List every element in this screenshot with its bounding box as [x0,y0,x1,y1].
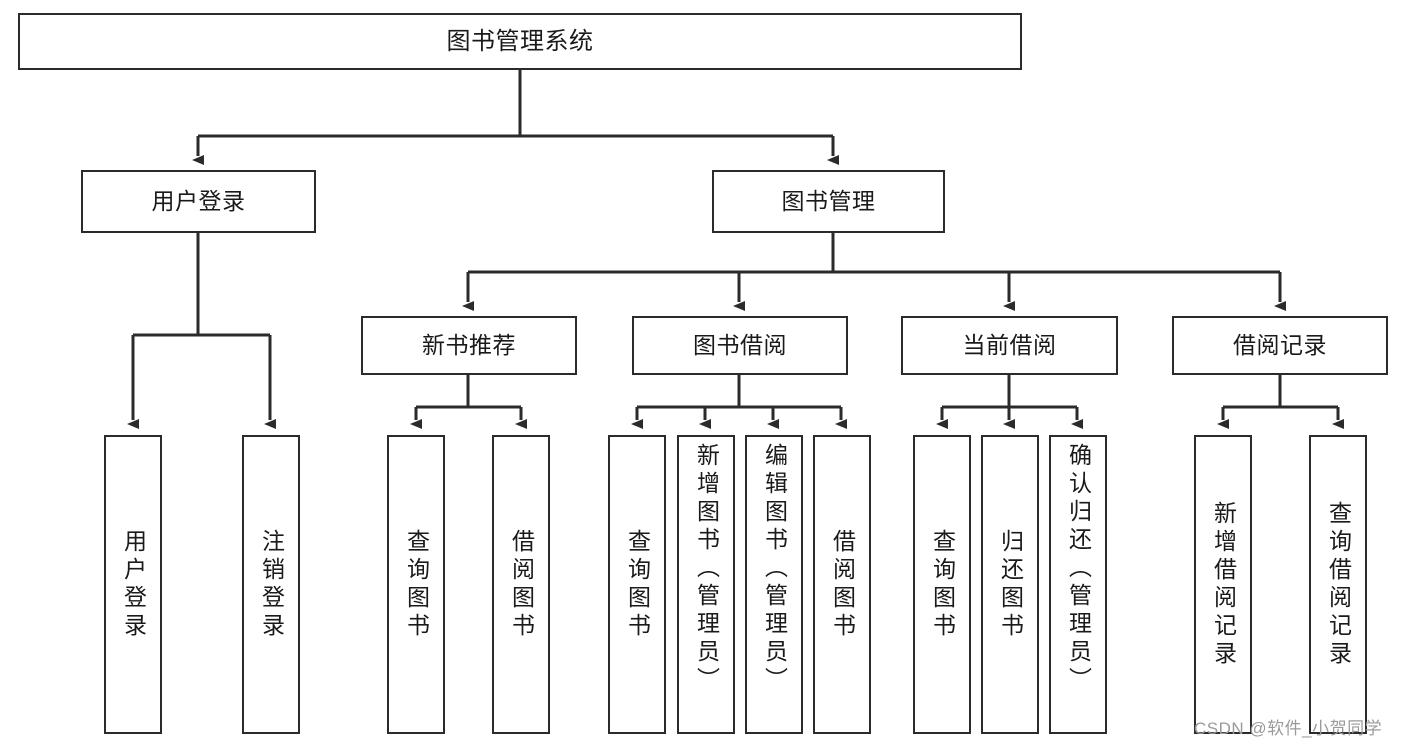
leaf-current-borrow-2[interactable]: 归还图书 [981,435,1039,734]
leaf-new-book-1[interactable]: 查询图书 [387,435,445,734]
leaf-user-login-2[interactable]: 注销登录 [242,435,300,734]
leaf-book-borrow-3[interactable]: 编辑图书（管理员） [745,435,803,734]
node-current-borrow[interactable]: 当前借阅 [901,316,1118,375]
node-book-management-label: 图书管理 [781,188,876,215]
node-book-management[interactable]: 图书管理 [712,170,945,233]
leaf-user-login-1[interactable]: 用户登录 [104,435,162,734]
leaf-current-borrow-3-label: 确认归还（管理员） [1065,443,1092,695]
node-book-borrow-label: 图书借阅 [693,332,787,359]
leaf-book-borrow-2[interactable]: 新增图书（管理员） [677,435,735,734]
node-borrow-record[interactable]: 借阅记录 [1172,316,1388,375]
node-current-borrow-label: 当前借阅 [962,332,1057,359]
leaf-new-book-1-label: 查询图书 [403,528,430,641]
leaf-new-book-2[interactable]: 借阅图书 [492,435,550,734]
node-root[interactable]: 图书管理系统 [18,13,1022,70]
leaf-borrow-record-1[interactable]: 新增借阅记录 [1194,435,1252,734]
node-new-book-recommend[interactable]: 新书推荐 [361,316,577,375]
node-user-login[interactable]: 用户登录 [81,170,316,233]
leaf-book-borrow-1-label: 查询图书 [624,528,651,641]
leaf-current-borrow-1[interactable]: 查询图书 [913,435,971,734]
leaf-borrow-record-2-label: 查询借阅记录 [1325,500,1352,669]
leaf-new-book-2-label: 借阅图书 [508,528,535,641]
node-root-label: 图书管理系统 [446,27,594,55]
leaf-book-borrow-4[interactable]: 借阅图书 [813,435,871,734]
leaf-book-borrow-3-label: 编辑图书（管理员） [761,443,788,695]
leaf-current-borrow-3[interactable]: 确认归还（管理员） [1049,435,1107,734]
leaf-borrow-record-2[interactable]: 查询借阅记录 [1309,435,1367,734]
leaf-borrow-record-1-label: 新增借阅记录 [1210,500,1237,669]
node-borrow-record-label: 借阅记录 [1233,332,1327,359]
leaf-book-borrow-2-label: 新增图书（管理员） [693,443,720,695]
leaf-book-borrow-4-label: 借阅图书 [829,528,856,641]
node-book-borrow[interactable]: 图书借阅 [632,316,848,375]
leaf-current-borrow-1-label: 查询图书 [929,528,956,641]
leaf-user-login-2-label: 注销登录 [258,528,285,641]
leaf-user-login-1-label: 用户登录 [120,528,147,641]
csdn-watermark-text: CSDN @软件_小贺同学 [1194,719,1383,738]
leaf-current-borrow-2-label: 归还图书 [997,528,1024,641]
leaf-book-borrow-1[interactable]: 查询图书 [608,435,666,734]
csdn-watermark: CSDN @软件_小贺同学 [1194,714,1382,739]
node-user-login-label: 用户登录 [151,188,246,215]
node-new-book-recommend-label: 新书推荐 [422,332,516,359]
